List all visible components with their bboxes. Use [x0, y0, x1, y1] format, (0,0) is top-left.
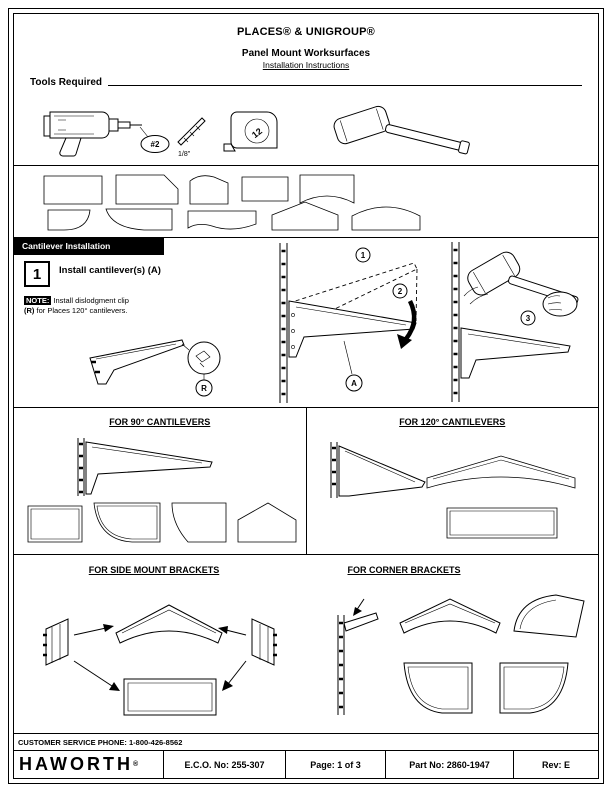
callout-3-label: 3 — [526, 314, 531, 323]
drill-bit-size-label: 1/8" — [178, 151, 191, 158]
one-twenty-bracket-illustration — [330, 442, 426, 498]
curved-corner-worksurface-shape — [513, 594, 585, 638]
header-section: PLACES® & UNIGROUP® Panel Mount Worksurf… — [14, 14, 598, 166]
driver-tip-label: #2 — [151, 140, 160, 149]
ninety-degree-column: FOR 90° CANTILEVERS — [14, 408, 307, 554]
step-title: Install cantilever(s) (A) — [59, 265, 161, 276]
brackets-section: FOR SIDE MOUNT BRACKETS FOR CORNER BRACK… — [14, 555, 598, 734]
panel-rail — [451, 242, 460, 402]
customer-service-text: CUSTOMER SERVICE PHONE: 1-800-426-8562 — [18, 737, 183, 747]
side-bracket-left — [43, 618, 69, 666]
note-text-after: for Places 120° cantilevers. — [34, 305, 128, 315]
l-worksurface-shape-right — [499, 662, 569, 714]
step-number: 1 — [32, 265, 42, 283]
eco-number: E.C.O. No: 255-307 — [164, 751, 286, 778]
one-twenty-degree-heading: FOR 120° CANTILEVERS — [399, 417, 506, 427]
drill-icon — [43, 111, 142, 157]
corner-brackets-heading: FOR CORNER BRACKETS — [347, 565, 461, 575]
drill-bit-icon: 1/8" — [177, 117, 206, 158]
info-bar: HAWORTH ® E.C.O. No: 255-307 Page: 1 of … — [14, 751, 598, 778]
tools-required-label: Tools Required — [30, 77, 103, 88]
mallet-strike-icon — [467, 251, 579, 317]
attachment-arrows — [73, 624, 247, 691]
document-title: Panel Mount Worksurfaces — [241, 48, 371, 59]
outer-border — [8, 8, 604, 784]
haworth-logo: HAWORTH ® — [14, 751, 164, 778]
ninety-degree-heading: FOR 90° CANTILEVERS — [109, 417, 211, 427]
part-number: Part No: 2860-1947 — [386, 751, 514, 778]
callout-2-circle — [392, 283, 408, 299]
cantilever-bracket — [288, 300, 417, 358]
ninety-shapes-illustration — [27, 502, 297, 543]
document-subtitle: Installation Instructions — [262, 60, 350, 70]
callout-a-circle — [345, 374, 363, 392]
registered-mark: ® — [133, 760, 139, 768]
corner-brackets-illustration — [337, 594, 585, 715]
one-twenty-degree-column: FOR 120° CANTILEVERS — [307, 408, 599, 554]
side-mount-heading: FOR SIDE MOUNT BRACKETS — [88, 565, 220, 575]
step-number-box: 1 — [24, 261, 50, 287]
corner-bracket — [337, 598, 379, 715]
tape-measure-label: 12 — [250, 126, 264, 140]
driver-tip-callout: #2 — [139, 126, 170, 153]
cantilever-install-diagram: 1 2 A — [279, 243, 418, 403]
rectangular-worksurface-shape — [123, 678, 217, 716]
rotate-down-arrow — [404, 299, 417, 341]
peaked-worksurface-shape — [115, 604, 223, 644]
ninety-bracket-illustration — [77, 438, 213, 496]
note-label: NOTE: — [24, 296, 52, 305]
note-clip-ref: (R) — [24, 305, 35, 315]
worksurface-shapes-illustration — [43, 174, 421, 231]
peaked-worksurface-shape — [399, 598, 501, 634]
revision: Rev: E — [541, 759, 570, 770]
callout-2-label: 2 — [398, 287, 403, 296]
content-frame: PLACES® & UNIGROUP® Panel Mount Worksurf… — [13, 13, 599, 779]
callout-1-circle — [355, 247, 371, 263]
cantilever-installation-section: Cantilever Installation 1 Install cantil… — [14, 238, 598, 408]
cantilever-installation-banner: Cantilever Installation — [14, 238, 164, 255]
callout-r-label: R — [201, 384, 207, 393]
side-bracket-right — [251, 618, 277, 666]
cantilever-bracket — [460, 327, 571, 379]
note-text-before: Install dislodgment clip — [51, 296, 129, 305]
tools-rule-line — [108, 85, 582, 86]
haworth-logo-text: HAWORTH — [19, 754, 133, 774]
mallet-icon — [333, 105, 470, 155]
tools-required-row: Tools Required — [30, 77, 582, 88]
callout-a-label: A — [351, 379, 357, 388]
l-worksurface-shape-left — [403, 662, 473, 714]
side-mount-illustration — [43, 604, 277, 716]
mallet-seat-diagram: 3 — [451, 242, 579, 402]
callout-r-circle — [195, 379, 213, 397]
dislodgment-clip-diagram: R — [89, 339, 221, 397]
tools-illustrations: #2 1/8" 12 — [32, 100, 580, 162]
tape-measure-icon: 12 — [223, 111, 278, 152]
panel-rail — [279, 243, 288, 403]
cantilever-types-section: FOR 90° CANTILEVERS FOR — [14, 408, 598, 555]
install-note: NOTE: Install dislodgment clip (R) for P… — [24, 296, 132, 316]
bracket-insert-position-dashed — [288, 262, 418, 324]
tools-illustration-svg: #2 1/8" 12 — [43, 105, 470, 158]
banner-label: Cantilever Installation — [22, 241, 111, 251]
one-twenty-shapes-illustration — [426, 455, 575, 539]
callout-1-label: 1 — [361, 251, 366, 260]
callout-3-circle — [520, 310, 536, 326]
worksurface-shapes-section — [14, 166, 598, 238]
customer-service-row: CUSTOMER SERVICE PHONE: 1-800-426-8562 — [14, 734, 598, 751]
page-number: Page: 1 of 3 — [286, 751, 386, 778]
detail-magnifier-circle — [187, 341, 221, 375]
brand-title: PLACES® & UNIGROUP® — [237, 26, 375, 38]
